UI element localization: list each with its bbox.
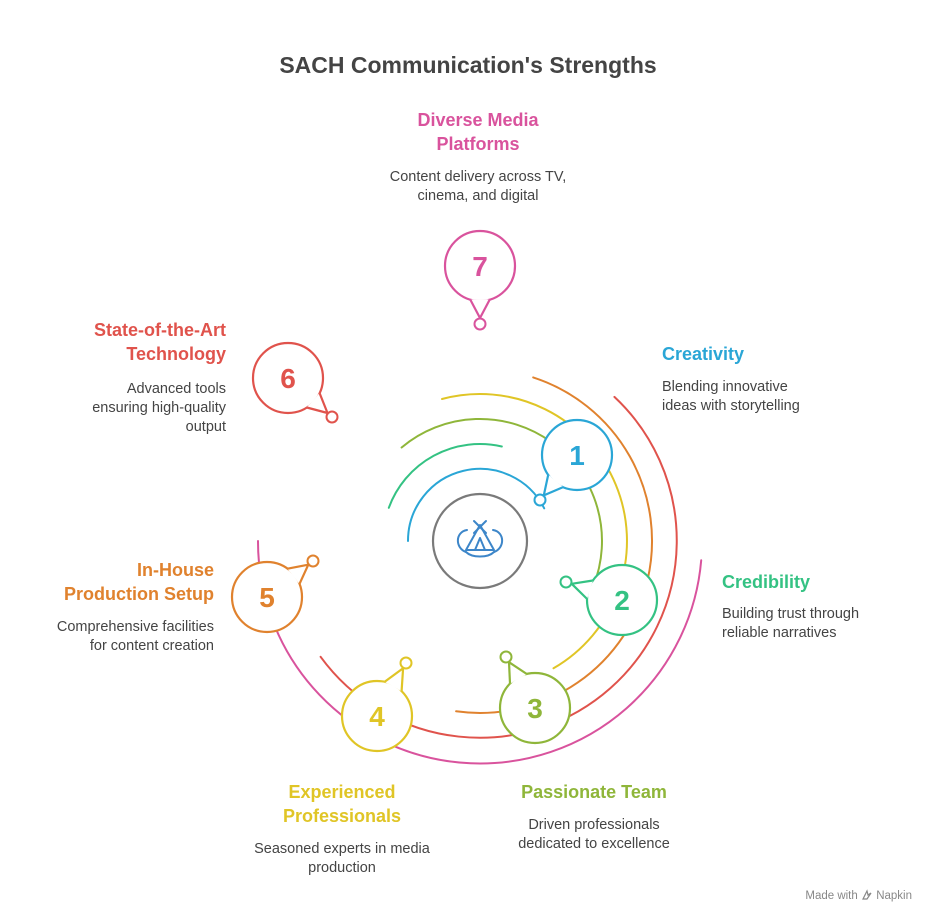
description-line: cinema, and digital (417, 188, 539, 204)
ring-dot-6 (325, 410, 339, 424)
description-line: ideas with storytelling (662, 398, 800, 414)
label-line: Passionate Team (521, 782, 667, 802)
label-line: Professionals (282, 806, 402, 826)
badge-2: 2 (570, 563, 659, 637)
description-line: Building trust through (722, 606, 860, 622)
label-line: Platforms (436, 134, 520, 154)
napkin-logo-icon (861, 889, 873, 904)
badge-number-1: 1 (569, 440, 585, 471)
label-line: In-House (136, 560, 214, 580)
label-line: Experienced (288, 782, 396, 802)
description-line: dedicated to excellence (518, 836, 670, 852)
strength-label-3: Passionate Team (486, 780, 702, 804)
badge-number-3: 3 (527, 693, 543, 724)
description-line: output (185, 419, 226, 435)
badge-7: 7 (443, 229, 517, 320)
label-line: Technology (126, 344, 226, 364)
ring-dot-2 (559, 575, 573, 589)
strength-description-6: Advanced tools ensuring high-quality outpu… (6, 380, 226, 437)
description-line: for content creation (89, 638, 214, 654)
description-line: Content delivery across TV, (389, 169, 567, 185)
badge-4: 4 (340, 667, 414, 753)
strength-label-2: Credibility (722, 570, 922, 594)
label-line: Creativity (662, 344, 745, 364)
badge-number-2: 2 (614, 585, 630, 616)
page-title: SACH Communication's Strengths (279, 52, 657, 78)
footer-credit: Made with Napkin (805, 889, 912, 904)
badge-3: 3 (498, 661, 572, 745)
badge-5: 5 (230, 560, 310, 634)
ring-dot-7 (473, 317, 487, 331)
label-line: State-of-the-Art (94, 320, 226, 340)
badge-number-4: 4 (369, 701, 385, 732)
badge-6: 6 (251, 341, 329, 415)
badge-number-5: 5 (259, 582, 275, 613)
label-line: Production Setup (64, 584, 214, 604)
badge-number-6: 6 (280, 363, 296, 394)
ring-arc-7 (256, 540, 703, 765)
strength-description-4: Seasoned experts in media production (222, 840, 462, 878)
footer-text: Made with (805, 890, 858, 902)
label-line: Credibility (722, 572, 811, 592)
tent-logo-icon (456, 520, 504, 558)
ring-arc-1 (406, 467, 546, 542)
badge-number-7: 7 (472, 251, 488, 282)
label-line: Diverse Media (417, 110, 539, 130)
ring-dot-3 (499, 650, 513, 664)
description-line: reliable narratives (722, 625, 837, 641)
ring-dot-4 (399, 656, 413, 670)
description-line: Driven professionals (528, 817, 660, 833)
strength-label-1: Creativity (662, 342, 902, 366)
description-line: Seasoned experts in media (254, 841, 430, 857)
strength-description-2: Building trust through reliable narrative… (722, 605, 922, 643)
description-line: ensuring high-quality (92, 400, 226, 416)
strength-description-5: Comprehensive facilities for content crea… (14, 618, 214, 656)
footer-brand: Napkin (876, 890, 912, 902)
strength-description-7: Content delivery across TV, cinema, and d… (358, 168, 598, 206)
ring-arc-2 (387, 443, 503, 509)
ring-dot-5 (306, 554, 320, 568)
badge-1: 1 (540, 418, 614, 497)
description-line: Comprehensive facilities (56, 619, 214, 635)
center-hub (431, 492, 529, 590)
strength-description-1: Blending innovative ideas with storytelli… (662, 378, 902, 416)
description-line: Advanced tools (126, 381, 226, 397)
strength-description-3: Driven professionals dedicated to excelle… (486, 816, 702, 854)
description-line: Blending innovative (662, 379, 788, 395)
ring-dot-1 (533, 493, 547, 507)
description-line: production (308, 860, 376, 876)
